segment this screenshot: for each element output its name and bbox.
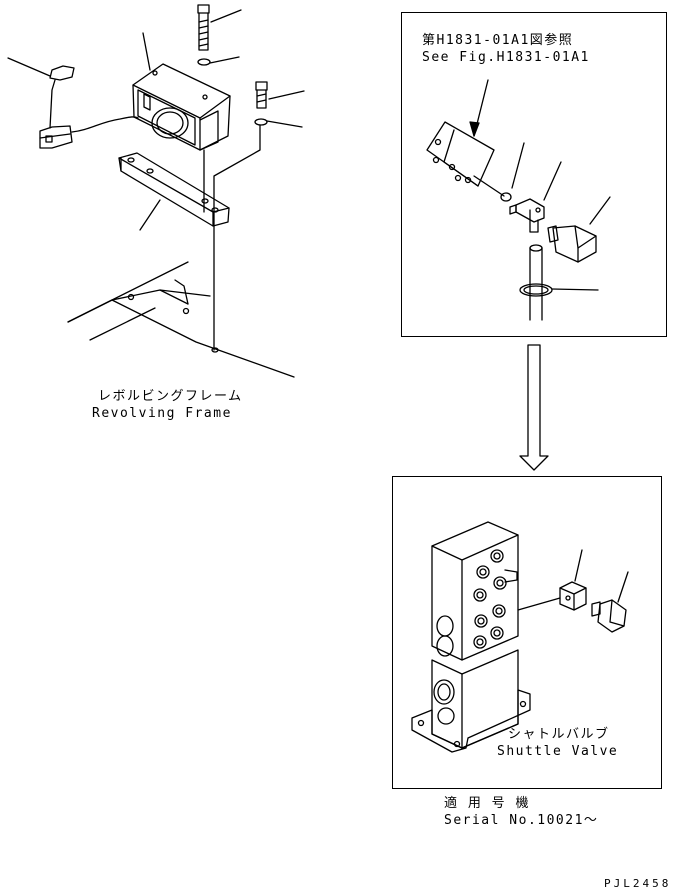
mounting-plate: [118, 152, 230, 231]
shuttle-valve-label-jp: シャトルバルブ: [508, 727, 610, 742]
serial-label-en: Serial No.10021〜: [444, 813, 599, 828]
washer-top: [197, 58, 211, 66]
washer-right: [254, 118, 268, 126]
pressure-switch-detail: [426, 79, 611, 321]
detail-ref-jp: 第H1831-01A1図参照: [422, 33, 574, 48]
shuttle-valve-frame: [392, 476, 662, 789]
shuttle-valve-label-en: Shuttle Valve: [497, 744, 619, 759]
leader-washer-right: [266, 120, 303, 128]
leader-washer-top: [209, 56, 240, 64]
detail-view-frame: [401, 12, 667, 337]
wire-harness: [7, 57, 139, 149]
sensor-unit: [132, 32, 231, 151]
drawing-code: PJL2458: [604, 877, 672, 890]
revolving-frame-label-en: Revolving Frame: [92, 406, 232, 421]
detail-ref-en: See Fig.H1831-01A1: [422, 50, 590, 65]
down-arrow: [519, 344, 549, 471]
bolt-right: [255, 81, 305, 109]
guide-lines: [203, 124, 261, 351]
bolt-top: [197, 4, 242, 51]
shuttle-valve-assembly: [411, 521, 629, 753]
serial-label-jp: 適 用 号 機: [444, 796, 530, 811]
revolving-frame-outline: [67, 261, 295, 378]
revolving-frame-label-jp: レボルビングフレーム: [98, 389, 243, 404]
